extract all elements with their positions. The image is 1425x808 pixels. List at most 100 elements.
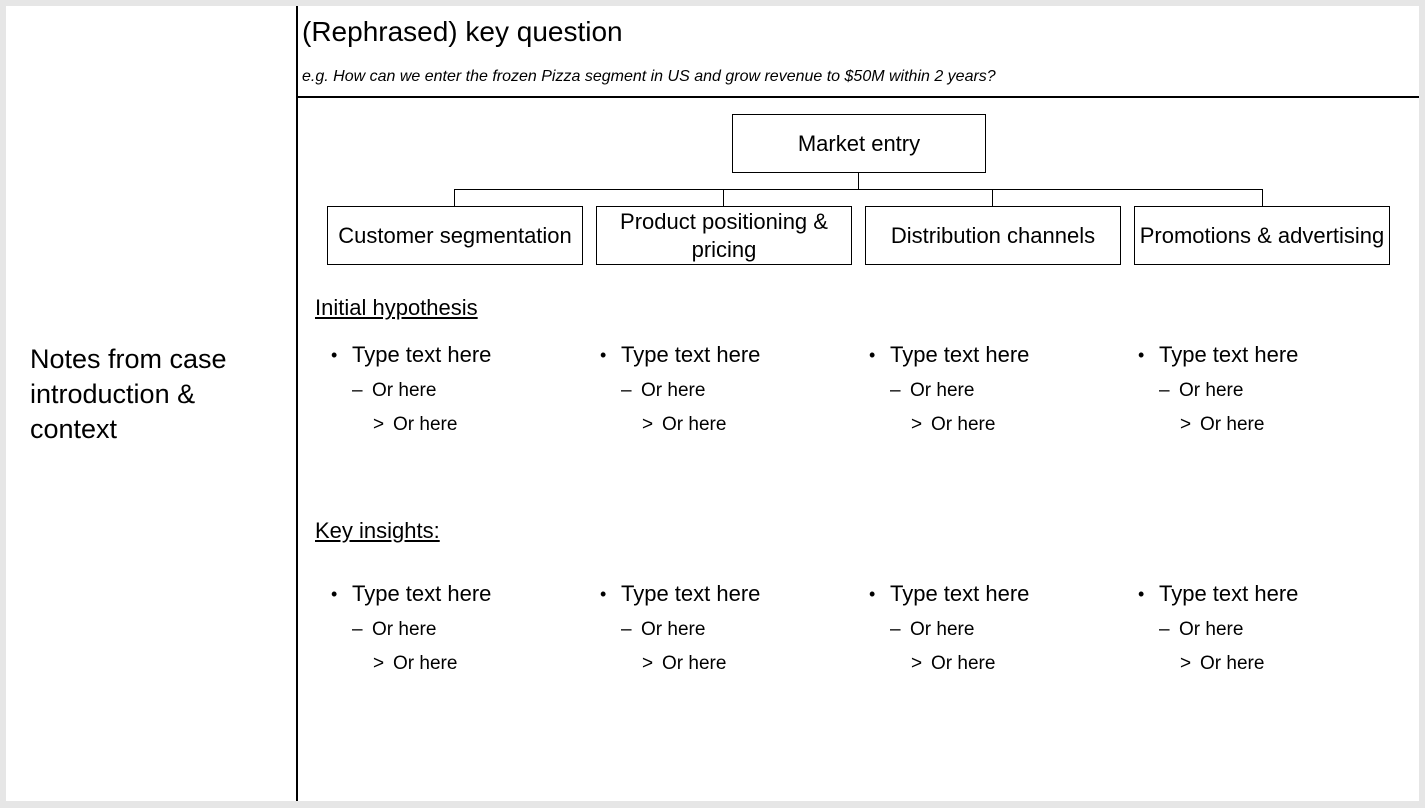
- hypothesis-column[interactable]: •Type text here –Or here >Or here: [869, 342, 1119, 436]
- key-question-title[interactable]: (Rephrased) key question: [302, 16, 623, 47]
- tree-branch-distribution-channels[interactable]: Distribution channels: [865, 206, 1121, 265]
- dash-marker: –: [352, 619, 363, 640]
- dash-marker: –: [890, 380, 901, 401]
- dash-marker: –: [621, 619, 632, 640]
- insights-column[interactable]: •Type text here –Or here >Or here: [600, 581, 850, 675]
- bullet-level3: > Or here: [869, 414, 1119, 436]
- bullet-text: Or here: [931, 414, 996, 435]
- hypothesis-column[interactable]: •Type text here –Or here >Or here: [600, 342, 850, 436]
- tree-branch-customer-segmentation[interactable]: Customer segmentation: [327, 206, 583, 265]
- bullet-marker: •: [1138, 345, 1145, 365]
- arrow-marker: >: [911, 414, 923, 435]
- bullet-level2: –Or here: [600, 380, 850, 402]
- branch-label: Product positioning & pricing: [620, 208, 828, 262]
- tree-branch-promotions-advertising[interactable]: Promotions & advertising: [1134, 206, 1390, 265]
- bullet-marker: •: [331, 584, 338, 604]
- tree-root-label: Market entry: [797, 130, 921, 156]
- bullet-marker: •: [600, 345, 607, 365]
- hypothesis-column[interactable]: •Type text here –Or here >Or here: [1138, 342, 1388, 436]
- notes-text[interactable]: Notes from case introduction & context: [30, 344, 227, 444]
- dash-marker: –: [1159, 380, 1170, 401]
- bullet-text: Or here: [1179, 380, 1244, 401]
- bullet-text: Type text here: [352, 581, 492, 606]
- vertical-divider: [296, 6, 298, 801]
- connector-root-stem: [858, 173, 859, 189]
- bullet-level2: –Or here: [600, 619, 850, 641]
- bullet-text: Or here: [1179, 619, 1244, 640]
- arrow-marker: >: [1180, 414, 1192, 435]
- bullet-text: Or here: [641, 380, 706, 401]
- tree-branch-product-positioning[interactable]: Product positioning & pricing: [596, 206, 852, 265]
- bullet-marker: •: [331, 345, 338, 365]
- bullet-level3: > Or here: [1138, 653, 1388, 675]
- bullet-text: Or here: [662, 414, 727, 435]
- bullet-level3: > Or here: [600, 414, 850, 436]
- dash-marker: –: [1159, 619, 1170, 640]
- insights-heading[interactable]: Key insights:: [315, 518, 440, 543]
- bullet-level3: > Or here: [600, 653, 850, 675]
- connector-branch-1: [454, 189, 455, 206]
- bullet-text: Or here: [641, 619, 706, 640]
- horizontal-divider: [297, 96, 1419, 98]
- hypothesis-heading[interactable]: Initial hypothesis: [315, 295, 478, 320]
- bullet-level1: • Type text here: [869, 342, 1119, 368]
- bullet-level1: •Type text here: [600, 342, 850, 368]
- key-question-example[interactable]: e.g. How can we enter the frozen Pizza s…: [302, 68, 996, 85]
- bullet-text: Type text here: [1159, 342, 1299, 367]
- bullet-text: Or here: [1200, 653, 1265, 674]
- bullet-level1: • Type text here: [331, 342, 581, 368]
- bullet-level1: • Type text here: [869, 581, 1119, 607]
- bullet-text: Type text here: [621, 581, 761, 606]
- bullet-level2: –Or here: [331, 380, 581, 402]
- bullet-text: Or here: [372, 380, 437, 401]
- dash-marker: –: [352, 380, 363, 401]
- bullet-level1: • Type text here: [600, 581, 850, 607]
- bullet-level2: –Or here: [331, 619, 581, 641]
- bullet-text: Or here: [393, 653, 458, 674]
- arrow-marker: >: [373, 653, 385, 674]
- hypothesis-column[interactable]: •Type text here –Or here >Or here: [331, 342, 581, 436]
- bullet-marker: •: [869, 584, 876, 604]
- arrow-marker: >: [373, 414, 385, 435]
- bullet-level3: > Or here: [869, 653, 1119, 675]
- bullet-level2: –Or here: [869, 380, 1119, 402]
- arrow-marker: >: [642, 414, 654, 435]
- bullet-marker: •: [1138, 584, 1145, 604]
- bullet-level1: • Type text here: [1138, 342, 1388, 368]
- bullet-text: Or here: [393, 414, 458, 435]
- arrow-marker: >: [642, 653, 654, 674]
- connector-branch-2: [723, 189, 724, 206]
- bullet-text: Or here: [372, 619, 437, 640]
- insights-column[interactable]: •Type text here –Or here >Or here: [869, 581, 1119, 675]
- bullet-text: Type text here: [1159, 581, 1299, 606]
- branch-label: Promotions & advertising: [1139, 222, 1385, 248]
- insights-column[interactable]: •Type text here –Or here >Or here: [331, 581, 581, 675]
- arrow-marker: >: [911, 653, 923, 674]
- branch-label: Customer segmentation: [338, 222, 572, 248]
- arrow-marker: >: [1180, 653, 1192, 674]
- bullet-level3: > Or here: [331, 414, 581, 436]
- bullet-marker: •: [600, 584, 607, 604]
- dash-marker: –: [621, 380, 632, 401]
- bullet-text: Or here: [662, 653, 727, 674]
- connector-branch-3: [992, 189, 993, 206]
- bullet-marker: •: [869, 345, 876, 365]
- bullet-text: Or here: [910, 380, 975, 401]
- bullet-text: Or here: [931, 653, 996, 674]
- bullet-text: Or here: [910, 619, 975, 640]
- dash-marker: –: [890, 619, 901, 640]
- bullet-text: Or here: [1200, 414, 1265, 435]
- bullet-level2: –Or here: [1138, 380, 1388, 402]
- bullet-level2: –Or here: [869, 619, 1119, 641]
- tree-root-box[interactable]: Market entry: [732, 114, 986, 173]
- connector-branch-4: [1262, 189, 1263, 206]
- bullet-level1: • Type text here: [331, 581, 581, 607]
- slide: Notes from case introduction & context (…: [6, 6, 1419, 801]
- bullet-level2: –Or here: [1138, 619, 1388, 641]
- bullet-text: Type text here: [890, 581, 1030, 606]
- bullet-text: Type text here: [352, 342, 492, 367]
- bullet-text: Type text here: [890, 342, 1030, 367]
- branch-label: Distribution channels: [890, 222, 1096, 248]
- insights-column[interactable]: •Type text here –Or here >Or here: [1138, 581, 1388, 675]
- bullet-level1: • Type text here: [1138, 581, 1388, 607]
